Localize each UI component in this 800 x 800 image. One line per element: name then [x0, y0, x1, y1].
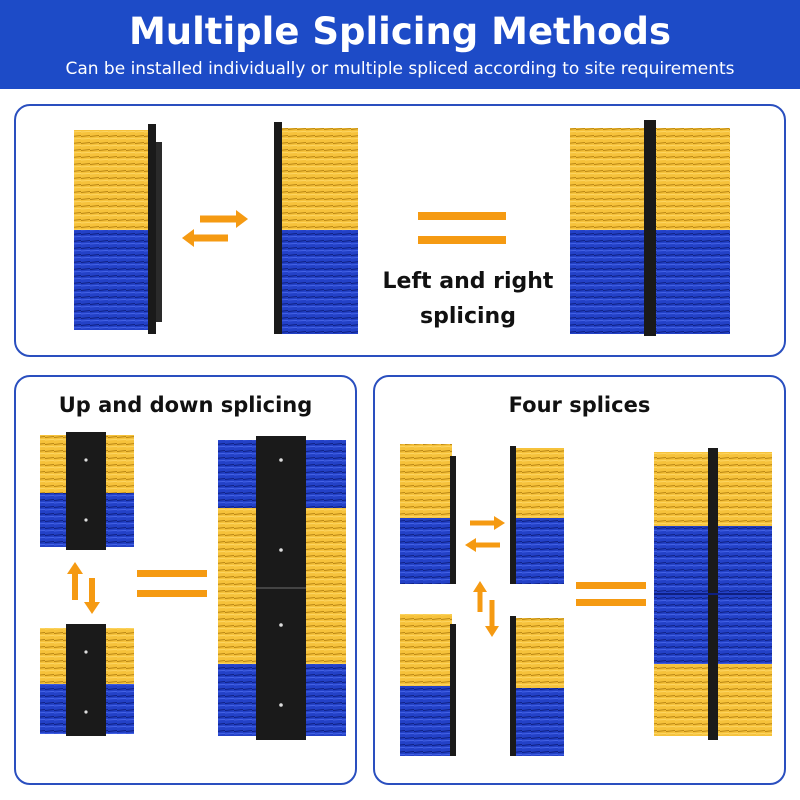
brush-four-top-left — [400, 444, 456, 584]
equals-sign-up-down — [137, 570, 207, 597]
page-title: Multiple Splicing Methods — [128, 10, 672, 53]
brush-four-bottom-left — [400, 614, 456, 756]
brush-single-left — [74, 124, 162, 334]
brush-small-top — [40, 432, 134, 550]
brush-combined-four — [654, 448, 772, 740]
brush-small-bottom — [40, 624, 134, 736]
swap-arrows-vertical-left — [67, 562, 100, 614]
brush-combined-up-down — [218, 436, 346, 740]
left-right-label-line1: Left and right — [382, 269, 554, 294]
left-right-label-line2: splicing — [420, 304, 516, 329]
page-subtitle: Can be installed individually or multipl… — [65, 59, 735, 79]
header-banner — [0, 0, 800, 89]
brush-combined-left-right — [570, 120, 730, 336]
equals-sign-top — [418, 212, 506, 244]
brush-four-top-right — [510, 446, 564, 584]
swap-arrows-horizontal-four — [465, 516, 505, 552]
brush-four-bottom-right — [510, 616, 564, 756]
four-splices-label: Four splices — [508, 393, 651, 417]
up-down-label: Up and down splicing — [58, 393, 313, 417]
brush-single-right — [274, 122, 358, 334]
equals-sign-four — [576, 582, 646, 606]
swap-arrows-vertical-four — [473, 581, 499, 637]
swap-arrows-horizontal — [182, 210, 248, 247]
